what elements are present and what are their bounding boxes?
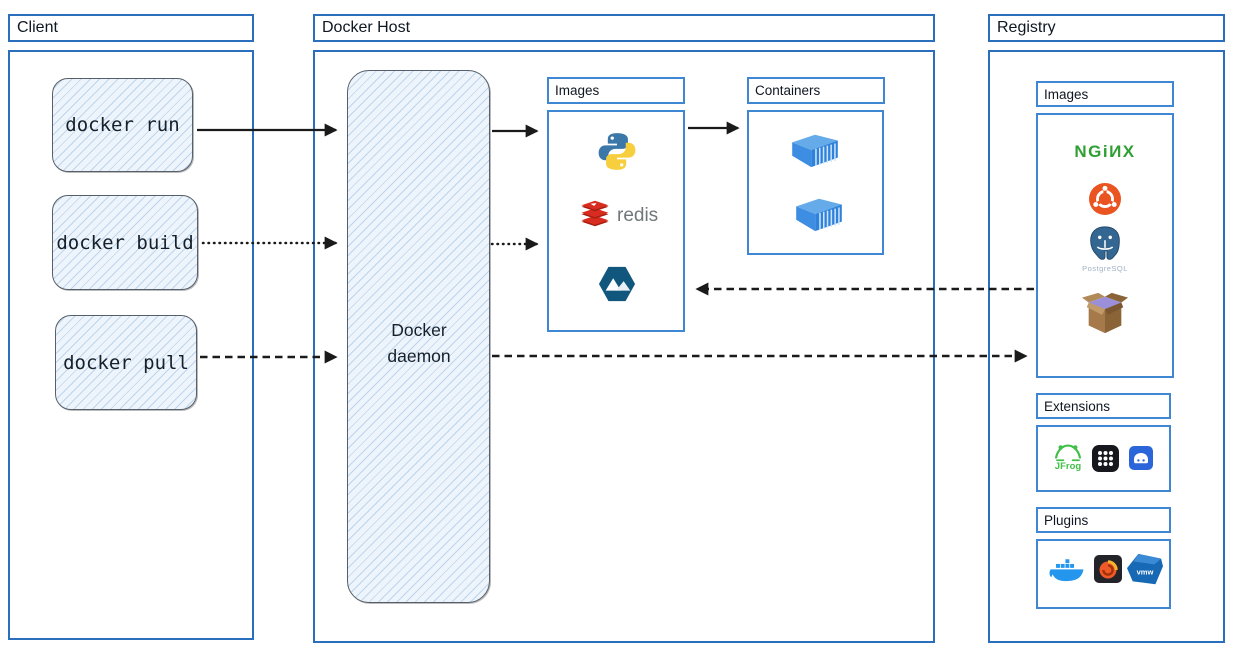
docker-daemon-box	[347, 70, 490, 603]
container-icon	[794, 195, 844, 233]
docker-build-label: docker build	[56, 231, 194, 254]
package-box-icon	[1080, 289, 1130, 337]
docker-pull-label: docker pull	[63, 351, 189, 374]
alpine-icon	[598, 265, 636, 303]
jfrog-icon: JFrog	[1050, 441, 1086, 472]
redis-image-item: redis	[580, 198, 672, 234]
client-titlebar: Client	[8, 14, 254, 42]
redis-label: redis	[617, 205, 659, 226]
registry-images-title: Images	[1044, 86, 1089, 102]
ubuntu-icon	[1089, 183, 1121, 215]
drive-icon	[1129, 446, 1153, 470]
postgresql-label: PostgreSQL	[1082, 264, 1128, 273]
docker-run-label: docker run	[65, 114, 180, 136]
docker-daemon-label: Docker daemon	[387, 320, 451, 367]
extensions-title: Extensions	[1044, 398, 1111, 414]
containers-titlebar: Containers	[747, 77, 885, 104]
container-icon	[790, 131, 840, 169]
jfrog-label: JFrog	[1054, 461, 1082, 472]
containers-title: Containers	[755, 83, 821, 98]
docker-pull-box: docker pull	[55, 315, 197, 410]
docker-build-box: docker build	[52, 195, 198, 290]
redis-icon	[580, 197, 610, 235]
registry-images-titlebar: Images	[1036, 81, 1174, 107]
plugins-titlebar: Plugins	[1036, 507, 1171, 533]
docker-host-title: Docker Host	[322, 19, 411, 36]
postgresql-icon	[1084, 224, 1126, 266]
grafana-icon	[1094, 555, 1122, 583]
registry-titlebar: Registry	[988, 14, 1225, 42]
svg-text:vmw: vmw	[1137, 568, 1154, 577]
docker-run-box: docker run	[52, 78, 193, 172]
extensions-titlebar: Extensions	[1036, 393, 1171, 419]
client-title: Client	[17, 19, 58, 36]
registry-title: Registry	[997, 19, 1056, 36]
docker-host-titlebar: Docker Host	[313, 14, 935, 42]
python-icon	[596, 130, 638, 173]
host-images-titlebar: Images	[547, 77, 685, 104]
nginx-icon: NGiИX	[1074, 142, 1136, 161]
vmware-icon: vmw	[1126, 552, 1164, 593]
host-images-title: Images	[555, 83, 600, 98]
plugins-title: Plugins	[1044, 512, 1089, 528]
docker-whale-icon	[1049, 556, 1085, 586]
grid-dots-icon	[1092, 445, 1119, 472]
